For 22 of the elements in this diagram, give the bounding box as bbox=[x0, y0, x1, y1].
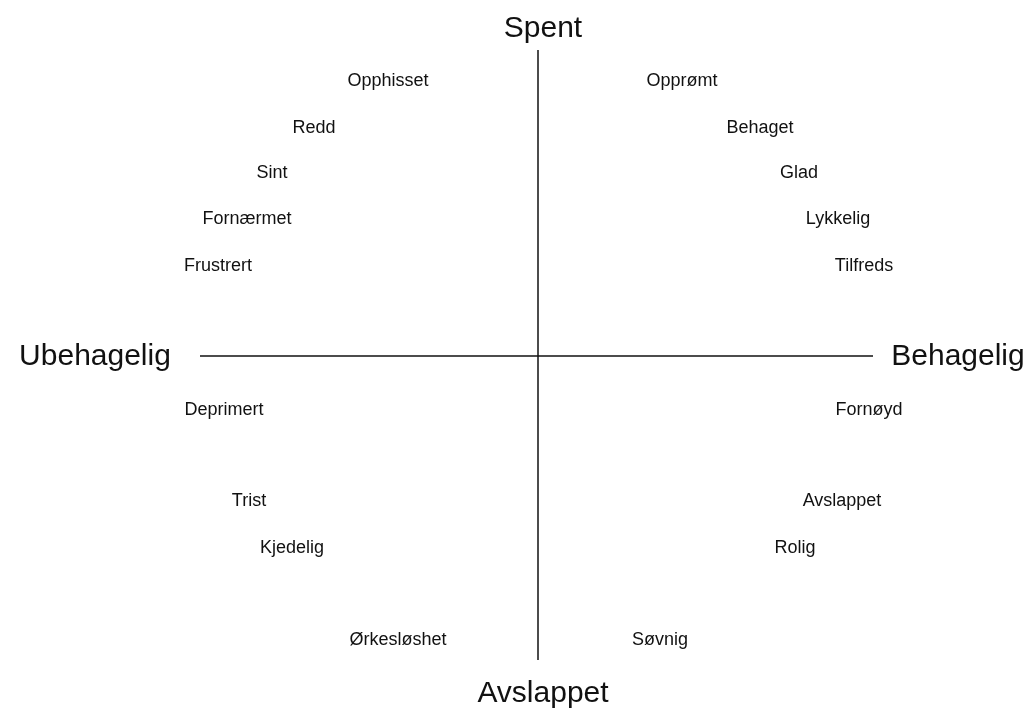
emotion-label: Fornærmet bbox=[202, 207, 292, 229]
emotion-label: Behaget bbox=[726, 116, 794, 138]
emotion-label: Søvnig bbox=[632, 628, 688, 650]
emotion-label: Opprømt bbox=[646, 69, 718, 91]
axis-label: Ubehagelig bbox=[19, 338, 171, 372]
emotion-label: Opphisset bbox=[347, 69, 429, 91]
axis-label: Behagelig bbox=[891, 338, 1025, 372]
emotion-label: Sint bbox=[256, 161, 288, 183]
emotion-label: Deprimert bbox=[184, 398, 264, 420]
emotion-label: Kjedelig bbox=[260, 536, 324, 558]
emotion-label: Tilfreds bbox=[834, 254, 894, 276]
emotion-label: Avslappet bbox=[802, 489, 882, 511]
emotion-label: Fornøyd bbox=[835, 398, 903, 420]
axis-label: Avslappet bbox=[477, 675, 609, 709]
emotion-label: Ørkesløshet bbox=[349, 628, 447, 650]
emotion-label: Trist bbox=[231, 489, 267, 511]
emotion-label: Redd bbox=[292, 116, 336, 138]
emotion-label: Rolig bbox=[774, 536, 816, 558]
emotion-label: Glad bbox=[780, 161, 818, 183]
emotion-label: Lykkelig bbox=[805, 207, 871, 229]
emotion-label: Frustrert bbox=[184, 254, 252, 276]
axis-label: Spent bbox=[503, 10, 583, 44]
